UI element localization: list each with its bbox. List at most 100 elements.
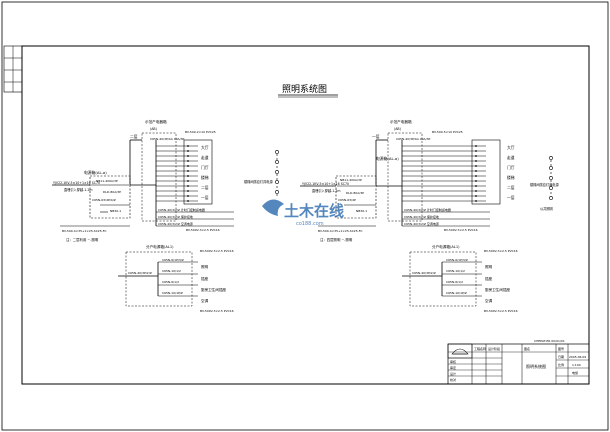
left-branch-label-6: 一层 <box>201 195 209 200</box>
right-breaker3: NB30-1 <box>356 209 367 213</box>
left-branch-label-5: 二层 <box>201 185 209 190</box>
right-sub-cable-bottom: BV-500V-3×2.5 PVC16 <box>484 309 518 313</box>
left-sub-cable-top: BV-500V-3×2.5 PVC16 <box>200 249 234 253</box>
left-feeder-cable: BV-500-2×10 PVC25 <box>185 130 216 134</box>
right-sub-box-label: 分户电源箱(AL1) <box>432 244 460 249</box>
left-sub-breaker-3: C65N-6/1/2 <box>162 280 179 284</box>
right-bottom-cable: BV-500V-3×2.5 PVC16 <box>444 228 478 232</box>
left-second-floor-label: 二层 <box>130 134 138 139</box>
left-circuit-2: C65N-40/3/2/Z 保护接地 <box>158 214 193 219</box>
right-sub-label-2: 插座 <box>485 276 493 281</box>
left-sub-box <box>125 251 193 307</box>
right-circuit-2: C65N-40/3/2/Z 保护接地 <box>404 214 439 219</box>
right-sub-breaker-4: C65N-10/1P/Z <box>446 291 467 295</box>
drawing-title: 照明系统图 <box>282 83 327 95</box>
tb-row-2: 审定 <box>450 365 456 370</box>
tb-label-scale: 比例 <box>558 362 564 367</box>
right-note-public: 公共照明 <box>540 206 553 211</box>
left-sub-main: C65N-40/3P/2/Z <box>128 271 152 275</box>
tb-sheet: 电施 <box>572 370 578 375</box>
right-sub-breaker-2: C65N-10/1/2 <box>446 269 465 273</box>
left-feeder-bottom: BV-500-4×35+1×25-SC25-FC <box>62 229 107 233</box>
left-system: YJV22-1KV-5×10+1×16 SC70 直埋引入穿越-1.2m 电源箱… <box>52 119 279 313</box>
tb-label-drawing: 图名 <box>524 346 530 351</box>
tb-row-4: 校对 <box>450 377 456 382</box>
right-sub-main: C65N-40/3P/2/Z <box>412 271 436 275</box>
left-incoming-note: 直埋引入穿越-1.2m <box>64 187 92 192</box>
right-sub-label-4: 空调 <box>485 298 493 303</box>
right-branch-label-6: 一层 <box>507 195 515 200</box>
left-box-top-sub: (AB) <box>150 127 157 131</box>
watermark-text: 土木在线 <box>284 202 344 220</box>
left-sub-label-1: 照明 <box>201 264 209 269</box>
left-branch-label-4: 楼梯 <box>201 175 209 180</box>
right-box-top-sub: (AB) <box>394 127 401 131</box>
right-branch-label-1: 大厅 <box>507 145 515 150</box>
left-breaker2: C65N-63/4P/4/Z <box>92 198 116 202</box>
left-main-breaker: NB11-400A/3P <box>96 179 118 183</box>
inner-frame <box>21 45 590 385</box>
right-note: 注：四层照明 ~-照明 <box>320 237 353 242</box>
tb-row-3: 设计 <box>450 371 456 376</box>
left-sub-label-4: 空调 <box>201 298 209 303</box>
right-incoming-cable: YJV22-1KV-5×10+1×16 SC70 <box>302 182 349 186</box>
right-breaker2: C65N-63/4P <box>338 198 356 202</box>
left-meter: DLD-80A/3P <box>103 190 121 194</box>
right-sub-breaker-1: C65N-6/1P/3/Z <box>446 258 468 262</box>
right-feeder-bottom: BV-500-4×35+1×25-SC25-FC <box>318 229 363 233</box>
right-circuit-3: C65N-40/3/2/Z 空调电源 <box>404 221 439 226</box>
left-branch-box <box>141 132 177 222</box>
left-sub-cable-bottom: BV-500V-3×2.5 PVC16 <box>200 309 234 313</box>
right-branch-box <box>387 132 423 222</box>
left-note: 注：二层利用 ~-照明 <box>66 237 99 242</box>
left-box-top-label: 示范产电器箱 <box>145 119 167 124</box>
right-circuit-1: C65N-40/3/2/Z 计时门控制感电器 <box>404 207 451 212</box>
tb-scale: 1:100 <box>572 363 581 367</box>
right-power-box <box>335 175 377 219</box>
tb-row-1: 审核 <box>450 359 456 364</box>
right-main-breaker: NB11-400A/3P <box>340 178 362 182</box>
left-terminal-strip <box>183 139 213 205</box>
drawing-number: CHEPAT-ER 00/01/01 <box>534 339 565 343</box>
left-box-label: 电源箱(AL-a) <box>84 170 107 175</box>
tb-label-project: 工程名称 <box>474 346 486 351</box>
left-branch-top: C65N-40/3P/4A 40A/3P <box>150 137 184 141</box>
right-branch-label-5: 二层 <box>507 185 515 190</box>
right-meter: DLD-80A/3P <box>346 191 364 195</box>
left-circuit-1: C65N-40/3/2/Z 计时门控制感电器 <box>158 207 205 212</box>
right-branch-label-4: 楼梯 <box>507 175 515 180</box>
left-branch-label-1: 大厅 <box>201 145 209 150</box>
left-branch-label-3: 门厅 <box>201 165 209 170</box>
tb-label-design: 设计阶段 <box>488 346 500 351</box>
right-sub-cable-top: BV-500V-3×2.5 PVC16 <box>484 249 518 253</box>
right-sub-box <box>409 251 477 307</box>
right-first-floor-label: 一层 <box>372 134 380 139</box>
right-sub-label-1: 照明 <box>485 264 493 269</box>
left-sub-breaker-2: C65N-10/1/2 <box>162 269 181 273</box>
left-sub-breaker-4: C65N-10/1P/Z <box>162 291 183 295</box>
right-branch-label-2: 走道 <box>507 155 515 160</box>
watermark: 土木在线 co188.com <box>262 199 344 227</box>
left-bottom-cable: BV-500V-3×2.5 PVC16 <box>186 228 220 232</box>
right-terminal-strip <box>471 139 501 205</box>
tb-date: 2005.06.09 <box>569 355 586 359</box>
left-sub-label-2: 插座 <box>201 276 209 281</box>
watermark-logo-icon <box>262 199 284 216</box>
right-sub-label-3: 厨房卫生间插座 <box>485 287 511 292</box>
tb-label-date: 日期 <box>558 354 564 359</box>
right-sub-breaker-3: C65N-6/1/2 <box>446 280 463 284</box>
left-lamp-note: 楼梯间感应灯具电源 <box>244 179 273 184</box>
right-box-top-label: 示范产电器箱 <box>390 119 412 124</box>
watermark-sub: co188.com <box>296 221 324 227</box>
left-breaker3: NB30-1 <box>110 209 121 213</box>
tb-label-sheet: 图号 <box>558 346 564 351</box>
right-lamp-note: 楼梯间感应灯具电源 <box>530 182 559 187</box>
title-block: CHEPAT-ER 00/01/01 工程名称 设计阶段 图名 图号 照明系统图… <box>447 339 590 385</box>
right-box-label: 电源箱(AL-a) <box>376 156 399 161</box>
right-incoming-note: 直埋引入穿越-1.2m <box>312 188 340 193</box>
left-sub-box-label: 分户电源箱(AL1) <box>146 244 174 249</box>
left-incoming-cable: YJV22-1KV-5×10+1×16 SC70 <box>53 181 100 185</box>
left-sub-label-3: 厨房卫生间插座 <box>201 287 227 292</box>
